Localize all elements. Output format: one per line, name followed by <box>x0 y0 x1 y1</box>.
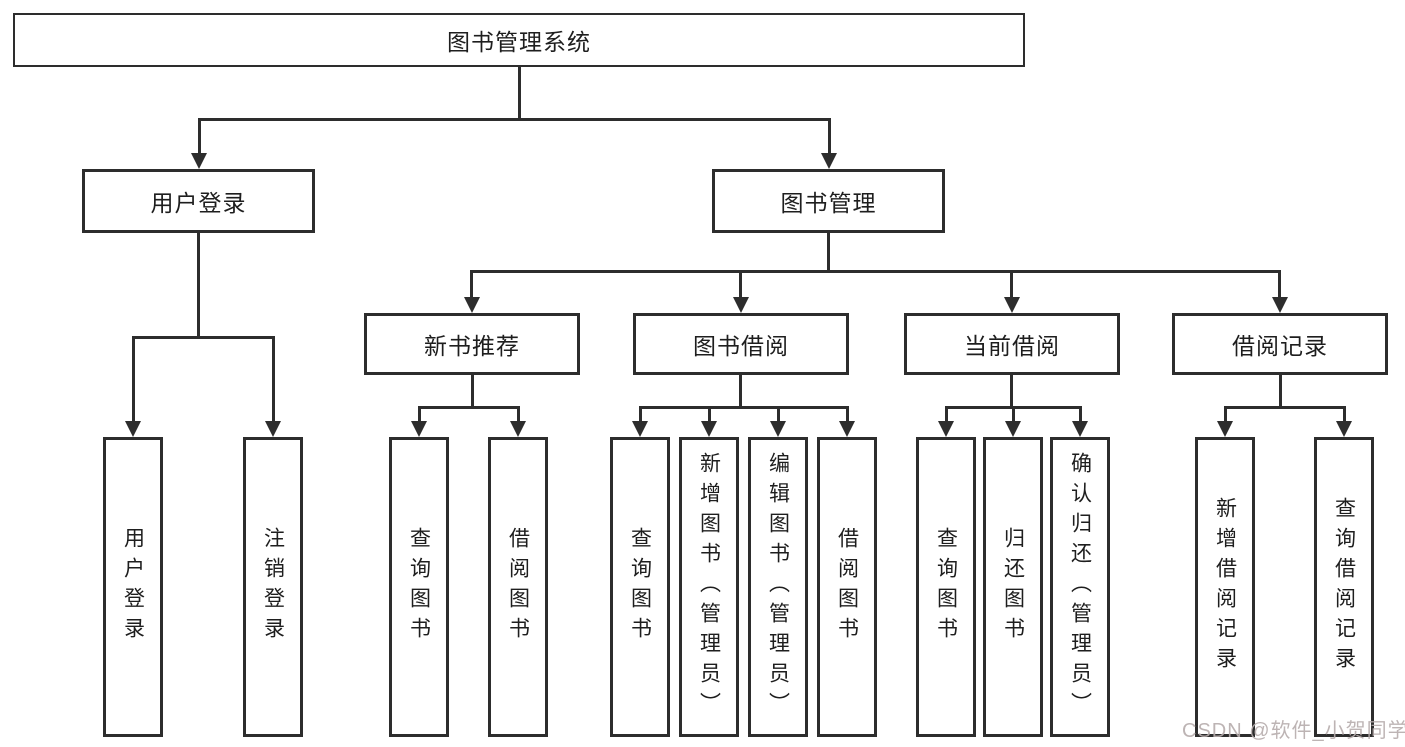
node-label: 用户登录 <box>121 527 145 647</box>
arrowhead-down-icon <box>191 153 207 169</box>
connector-records-down <box>1279 375 1282 408</box>
connector-newbook-stem <box>418 406 421 422</box>
arrowhead-down-icon <box>839 421 855 437</box>
arrowhead-down-icon <box>1072 421 1088 437</box>
arrowhead-down-icon <box>125 421 141 437</box>
connector-records-stem <box>1343 406 1346 422</box>
connector-newbook-stem <box>517 406 520 422</box>
connector-current-stem <box>1079 406 1082 422</box>
arrowhead-down-icon <box>411 421 427 437</box>
node-leaf-logout: 注销登录 <box>243 437 303 737</box>
arrowhead-down-icon <box>821 153 837 169</box>
node-book-management-system: 图书管理系统 <box>13 13 1025 67</box>
connector-current-down <box>1010 375 1013 408</box>
connector-level2-horizontal <box>471 270 1281 273</box>
connector-borrowing-stem <box>777 406 780 422</box>
connector-userlogin-stem <box>272 336 275 422</box>
node-label: 借阅图书 <box>506 527 530 647</box>
connector-userlogin-stem <box>132 336 135 422</box>
connector-borrowing-horizontal <box>639 406 848 409</box>
connector-borrowing-stem <box>708 406 711 422</box>
node-label: 归还图书 <box>1001 527 1025 647</box>
watermark: CSDN @软件_小贺同学 <box>1182 720 1405 742</box>
connector-bookmgmt-down <box>827 233 830 273</box>
node-label: 确认归还（管理员） <box>1068 452 1092 722</box>
node-leaf-edit-books-admin: 编辑图书（管理员） <box>748 437 808 737</box>
connector-borrowing-down <box>739 375 742 408</box>
connector-borrowing-stem <box>639 406 642 422</box>
node-current-borrowing: 当前借阅 <box>904 313 1120 375</box>
arrowhead-down-icon <box>770 421 786 437</box>
node-leaf-borrow-books-1: 借阅图书 <box>488 437 548 737</box>
arrowhead-down-icon <box>464 297 480 313</box>
node-label: 注销登录 <box>261 527 285 647</box>
node-label: 当前借阅 <box>964 333 1060 359</box>
node-label: 新增借阅记录 <box>1213 497 1237 677</box>
node-leaf-query-books-2: 查询图书 <box>610 437 670 737</box>
connector-newbook-horizontal <box>418 406 520 409</box>
node-leaf-query-books-3: 查询图书 <box>916 437 976 737</box>
connector-root-down <box>518 66 521 120</box>
node-label: 图书借阅 <box>693 333 789 359</box>
node-label: 图书管理 <box>780 190 877 216</box>
node-label: 查询图书 <box>407 527 431 647</box>
node-label: 编辑图书（管理员） <box>766 452 790 722</box>
arrowhead-down-icon <box>1217 421 1233 437</box>
connector-level2-stem <box>739 270 742 300</box>
node-label: 图书管理系统 <box>447 29 591 55</box>
arrowhead-down-icon <box>632 421 648 437</box>
arrowhead-down-icon <box>510 421 526 437</box>
arrowhead-down-icon <box>265 421 281 437</box>
connector-level2-stem <box>470 270 473 300</box>
connector-current-stem <box>1012 406 1015 422</box>
node-leaf-query-books-1: 查询图书 <box>389 437 449 737</box>
connector-userlogin-horizontal <box>132 336 275 339</box>
arrowhead-down-icon <box>1005 421 1021 437</box>
connector-level1-stem-left <box>198 118 201 156</box>
node-label: 新增图书（管理员） <box>697 452 721 722</box>
node-label: 查询图书 <box>934 527 958 647</box>
arrowhead-down-icon <box>938 421 954 437</box>
arrowhead-down-icon <box>733 297 749 313</box>
arrowhead-down-icon <box>1004 297 1020 313</box>
node-label: 新书推荐 <box>424 333 520 359</box>
connector-level1-stem-right <box>828 118 831 156</box>
connector-userlogin-down <box>197 233 200 338</box>
connector-newbook-down <box>471 375 474 408</box>
connector-level2-stem <box>1278 270 1281 300</box>
node-leaf-add-books-admin: 新增图书（管理员） <box>679 437 739 737</box>
node-label: 查询图书 <box>628 527 652 647</box>
connector-current-stem <box>945 406 948 422</box>
node-label: 查询借阅记录 <box>1332 497 1356 677</box>
node-leaf-confirm-return-admin: 确认归还（管理员） <box>1050 437 1110 737</box>
arrowhead-down-icon <box>701 421 717 437</box>
node-leaf-return-books: 归还图书 <box>983 437 1043 737</box>
arrowhead-down-icon <box>1272 297 1288 313</box>
connector-records-horizontal <box>1224 406 1346 409</box>
node-user-login: 用户登录 <box>82 169 315 233</box>
connector-records-stem <box>1224 406 1227 422</box>
node-book-borrowing: 图书借阅 <box>633 313 849 375</box>
connector-level1-horizontal <box>198 118 831 121</box>
node-leaf-add-borrow-record: 新增借阅记录 <box>1195 437 1255 737</box>
connector-level2-stem <box>1010 270 1013 300</box>
node-leaf-query-borrow-record: 查询借阅记录 <box>1314 437 1374 737</box>
node-book-management: 图书管理 <box>712 169 945 233</box>
node-leaf-borrow-books-2: 借阅图书 <box>817 437 877 737</box>
arrowhead-down-icon <box>1336 421 1352 437</box>
node-borrowing-records: 借阅记录 <box>1172 313 1388 375</box>
node-label: 用户登录 <box>150 190 247 216</box>
node-leaf-user-login: 用户登录 <box>103 437 163 737</box>
connector-borrowing-stem <box>846 406 849 422</box>
node-label: 借阅图书 <box>835 527 859 647</box>
node-new-book-recommend: 新书推荐 <box>364 313 580 375</box>
node-label: 借阅记录 <box>1232 333 1328 359</box>
